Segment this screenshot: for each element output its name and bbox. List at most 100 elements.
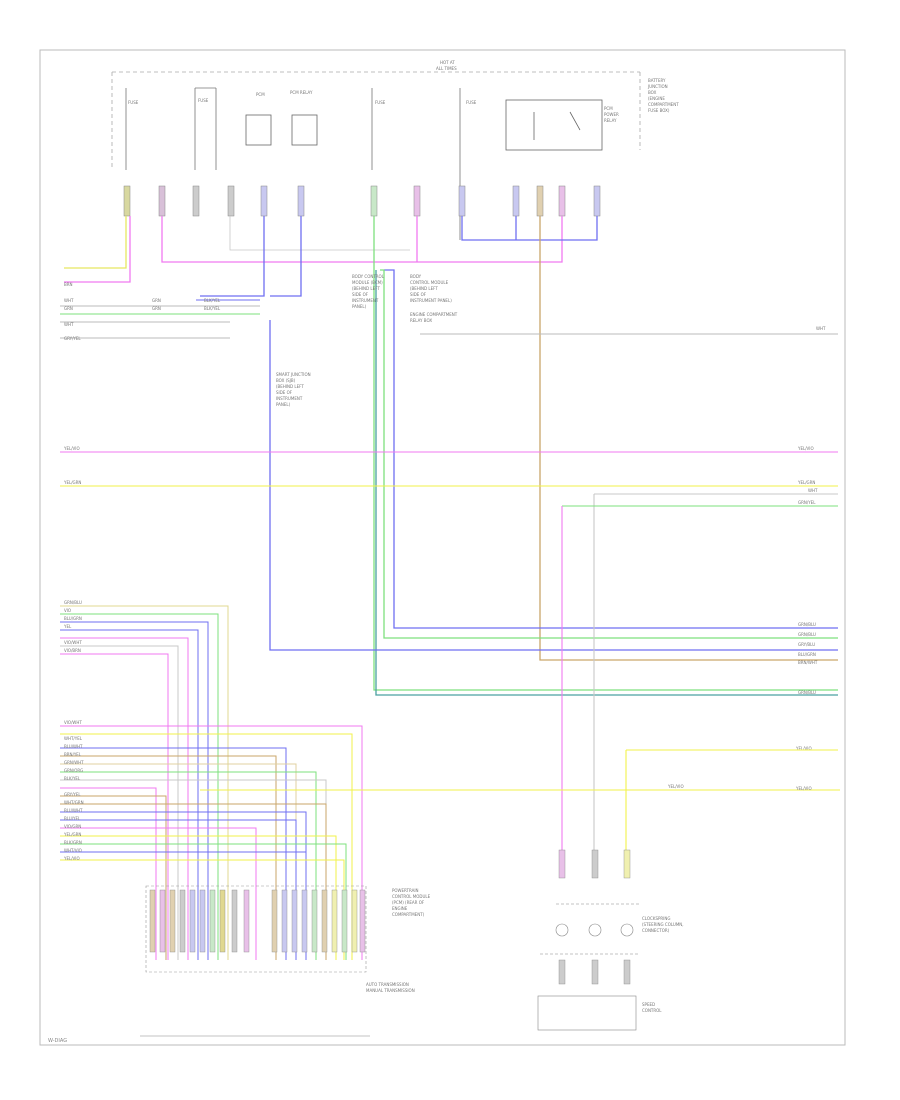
svg-text:(BEHIND LEFT: (BEHIND LEFT <box>410 286 438 291</box>
svg-text:BRN/YEL: BRN/YEL <box>64 752 82 757</box>
svg-text:MODULE (BCM): MODULE (BCM) <box>352 280 383 285</box>
svg-text:GRY/YEL: GRY/YEL <box>64 792 81 797</box>
svg-text:GRN: GRN <box>152 306 161 311</box>
left-wire-group-lower: VIO/WHT WHT/YEL BLU/WHT BRN/YEL GRN/WHT … <box>60 720 840 960</box>
svg-text:ENGINE: ENGINE <box>392 906 408 911</box>
svg-text:BLU/WHT: BLU/WHT <box>64 744 83 749</box>
svg-text:WHT/VIO: WHT/VIO <box>64 848 82 853</box>
svg-text:INSTRUMENT: INSTRUMENT <box>352 298 379 303</box>
svg-text:GRN/BLU: GRN/BLU <box>64 600 82 605</box>
svg-text:SIDE OF: SIDE OF <box>410 292 427 297</box>
svg-text:FUSE BOX): FUSE BOX) <box>648 108 670 113</box>
svg-text:WHT: WHT <box>816 326 826 331</box>
svg-text:SIDE OF: SIDE OF <box>352 292 369 297</box>
svg-text:WHT: WHT <box>64 322 74 327</box>
svg-text:GRN/BLU: GRN/BLU <box>798 690 816 695</box>
svg-text:BRN: BRN <box>64 282 73 287</box>
svg-text:INSTRUMENT: INSTRUMENT <box>276 396 303 401</box>
svg-text:FUSE: FUSE <box>375 100 386 105</box>
svg-text:INSTRUMENT PANEL): INSTRUMENT PANEL) <box>410 298 452 303</box>
svg-text:SMART JUNCTION: SMART JUNCTION <box>276 372 311 377</box>
diagram-frame <box>39 49 846 1046</box>
svg-text:BLU/WHT: BLU/WHT <box>64 808 83 813</box>
pcm-connector: POWERTRAIN CONTROL MODULE (PCM) (REAR OF… <box>140 885 431 1037</box>
svg-text:(BEHIND LEFT: (BEHIND LEFT <box>352 286 380 291</box>
svg-text:BLU/GRN: BLU/GRN <box>798 652 816 657</box>
svg-text:CONTROL MODULE: CONTROL MODULE <box>410 280 449 285</box>
svg-text:WHT/YEL: WHT/YEL <box>64 736 83 741</box>
svg-text:GRN: GRN <box>152 298 161 303</box>
long-signal-lines: YEL/VIO YEL/GRN YEL/VIO YEL/GRN WHT GRN/… <box>60 446 838 860</box>
svg-text:COMPARTMENT): COMPARTMENT) <box>392 912 425 917</box>
svg-text:GRN/YEL: GRN/YEL <box>798 500 816 505</box>
svg-text:(ENGINE: (ENGINE <box>648 96 665 101</box>
top-connector-pins <box>123 185 601 217</box>
svg-text:PANEL): PANEL) <box>352 304 367 309</box>
pcm-pins <box>149 889 366 953</box>
svg-text:VIO/WHT: VIO/WHT <box>64 720 82 725</box>
left-signal-lines-upper: WHT GRN WHT GRY/YEL GRN GRN BLK/YEL BLK/… <box>60 282 838 341</box>
svg-text:CLOCKSPRING: CLOCKSPRING <box>642 916 670 921</box>
svg-text:BODY: BODY <box>410 274 422 279</box>
svg-text:HOT AT: HOT AT <box>440 60 455 65</box>
svg-text:FUSE: FUSE <box>466 100 477 105</box>
svg-text:FUSE: FUSE <box>198 98 209 103</box>
diagram-footer-code: W-DIAG <box>48 1038 67 1044</box>
svg-text:(BEHIND LEFT: (BEHIND LEFT <box>276 384 304 389</box>
svg-text:WHT: WHT <box>64 298 74 303</box>
svg-text:COMPARTMENT: COMPARTMENT <box>648 102 679 107</box>
svg-text:YEL/VIO: YEL/VIO <box>667 784 684 789</box>
svg-text:YEL: YEL <box>63 624 72 629</box>
module-text-blocks: BODY CONTROL MODULE (BCM) (BEHIND LEFT S… <box>276 274 458 407</box>
svg-text:GRN/WHT: GRN/WHT <box>64 760 84 765</box>
wires-top <box>64 216 838 696</box>
svg-text:YEL/VIO: YEL/VIO <box>795 786 812 791</box>
svg-text:YEL/GRN: YEL/GRN <box>63 832 81 837</box>
svg-text:YEL/VIO: YEL/VIO <box>795 746 812 751</box>
svg-text:BLK/GRN: BLK/GRN <box>64 840 82 845</box>
svg-text:POWERTRAIN: POWERTRAIN <box>392 888 419 893</box>
svg-text:RELAY: RELAY <box>604 118 617 123</box>
svg-text:GRN/ORG: GRN/ORG <box>64 768 83 773</box>
svg-text:BRN/WHT: BRN/WHT <box>798 660 818 665</box>
sensor-block: CLOCKSPRING (STEERING COLUMN, CONNECTOR)… <box>537 849 684 1031</box>
svg-text:BOX (SJB): BOX (SJB) <box>276 378 296 383</box>
svg-text:GRY/YEL: GRY/YEL <box>64 336 81 341</box>
svg-text:MANUAL TRANSMISSION: MANUAL TRANSMISSION <box>366 988 415 993</box>
svg-text:PANEL): PANEL) <box>276 402 291 407</box>
svg-text:BLK/YEL: BLK/YEL <box>64 776 81 781</box>
svg-text:RELAY BOX: RELAY BOX <box>410 318 432 323</box>
sensor-wires <box>625 749 838 860</box>
svg-text:VIO/WHT: VIO/WHT <box>64 640 82 645</box>
svg-text:BLU/YEL: BLU/YEL <box>64 816 81 821</box>
svg-text:YEL/GRN: YEL/GRN <box>797 480 815 485</box>
svg-text:PCM: PCM <box>604 106 613 111</box>
svg-text:GRN/BLU: GRN/BLU <box>798 622 816 627</box>
svg-text:VIO/BRN: VIO/BRN <box>64 648 81 653</box>
svg-text:GRY/BLU: GRY/BLU <box>798 642 815 647</box>
svg-text:WHT/GRN: WHT/GRN <box>64 800 84 805</box>
svg-text:SIDE OF: SIDE OF <box>276 390 293 395</box>
svg-text:ENGINE COMPARTMENT: ENGINE COMPARTMENT <box>410 312 458 317</box>
svg-text:YEL/GRN: YEL/GRN <box>63 480 81 485</box>
svg-text:POWER: POWER <box>604 112 619 117</box>
svg-text:CONTROL: CONTROL <box>642 1008 662 1013</box>
svg-text:AUTO TRANSMISSION: AUTO TRANSMISSION <box>366 982 409 987</box>
svg-text:BLK/YEL: BLK/YEL <box>204 298 221 303</box>
svg-text:BLK/YEL: BLK/YEL <box>204 306 221 311</box>
svg-text:YEL/VIO: YEL/VIO <box>63 856 80 861</box>
svg-text:VIO: VIO <box>64 608 71 613</box>
svg-text:CONNECTOR): CONNECTOR) <box>642 928 670 933</box>
svg-text:BLU/GRN: BLU/GRN <box>64 616 82 621</box>
svg-text:(STEERING COLUMN,: (STEERING COLUMN, <box>642 922 684 927</box>
fuse-relay-box: HOT AT ALL TIMES FUSE FUSE PCM PCM RELAY… <box>111 60 679 240</box>
svg-text:GRN: GRN <box>64 306 73 311</box>
svg-text:VIO/GRN: VIO/GRN <box>64 824 81 829</box>
svg-text:WHT: WHT <box>808 488 818 493</box>
svg-text:FUSE: FUSE <box>128 100 139 105</box>
svg-text:CONTROL MODULE: CONTROL MODULE <box>392 894 431 899</box>
svg-text:PCM RELAY: PCM RELAY <box>290 90 313 95</box>
right-side-labels: GRN/BLU GRN/BLU GRY/BLU BLU/GRN BRN/WHT … <box>667 622 818 791</box>
svg-text:SPEED: SPEED <box>642 1002 655 1007</box>
